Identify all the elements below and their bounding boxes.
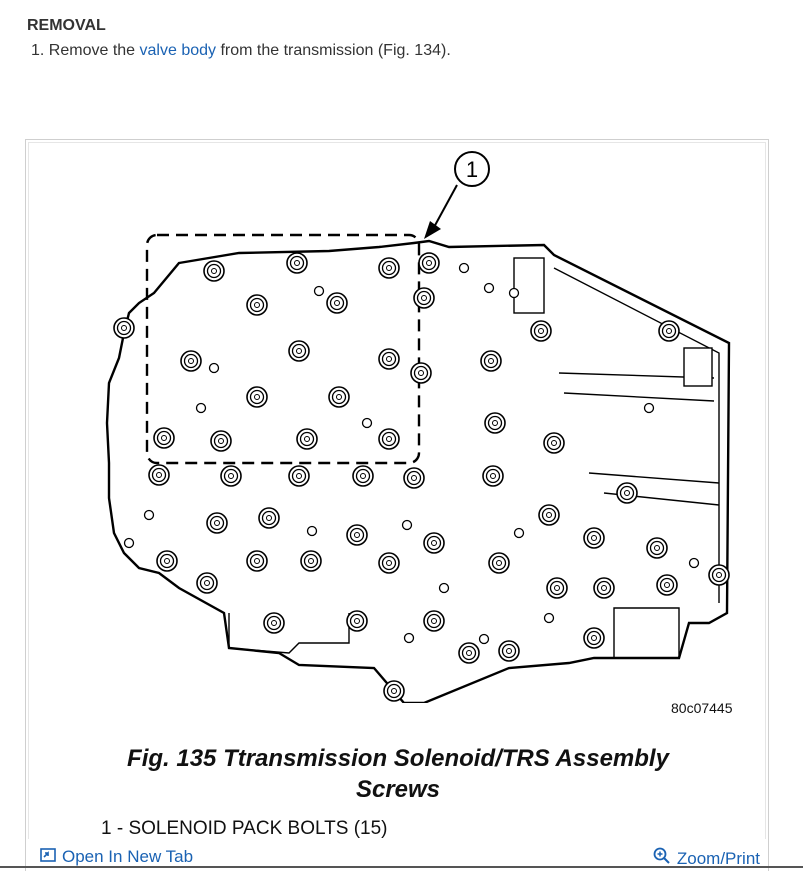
valve-body-link[interactable]: valve body	[139, 42, 217, 59]
open-in-new-tab-button[interactable]: Open In New Tab	[40, 847, 193, 867]
caption-line-1: Fig. 135 Ttransmission Solenoid/TRS Asse…	[127, 745, 669, 772]
section-heading: REMOVAL	[27, 17, 106, 34]
figure-legend: 1 - SOLENOID PACK BOLTS (15)	[101, 818, 388, 839]
zoom-print-label: Zoom/Print	[676, 848, 760, 868]
step-1: 1. Remove the valve body from the transm…	[31, 42, 451, 60]
solenoid-pack-highlight	[145, 233, 421, 465]
figure-frame: 1 80c0744	[28, 142, 766, 839]
figure-caption: Fig. 135 Ttransmission Solenoid/TRS Asse…	[29, 743, 767, 805]
zoom-print-button[interactable]: Zoom/Print	[653, 847, 760, 870]
caption-line-2: Screws	[355, 776, 441, 803]
step-text-before: Remove the	[48, 42, 136, 59]
open-in-new-tab-label: Open In New Tab	[62, 847, 194, 866]
callout-number: 1	[466, 157, 478, 182]
step-text-after: from the transmission (Fig. 134).	[220, 42, 451, 59]
figure-container: 1 80c0744	[25, 139, 769, 871]
zoom-in-icon	[653, 847, 671, 870]
valve-body-diagram: 1	[105, 151, 731, 703]
bottom-divider	[0, 866, 803, 868]
open-new-tab-icon	[40, 847, 56, 867]
step-number: 1.	[31, 42, 45, 59]
figure-footer: Open In New Tab Zoom/Print	[26, 839, 768, 871]
figure-code: 80c07445	[671, 700, 733, 716]
callout-circle	[454, 151, 490, 187]
